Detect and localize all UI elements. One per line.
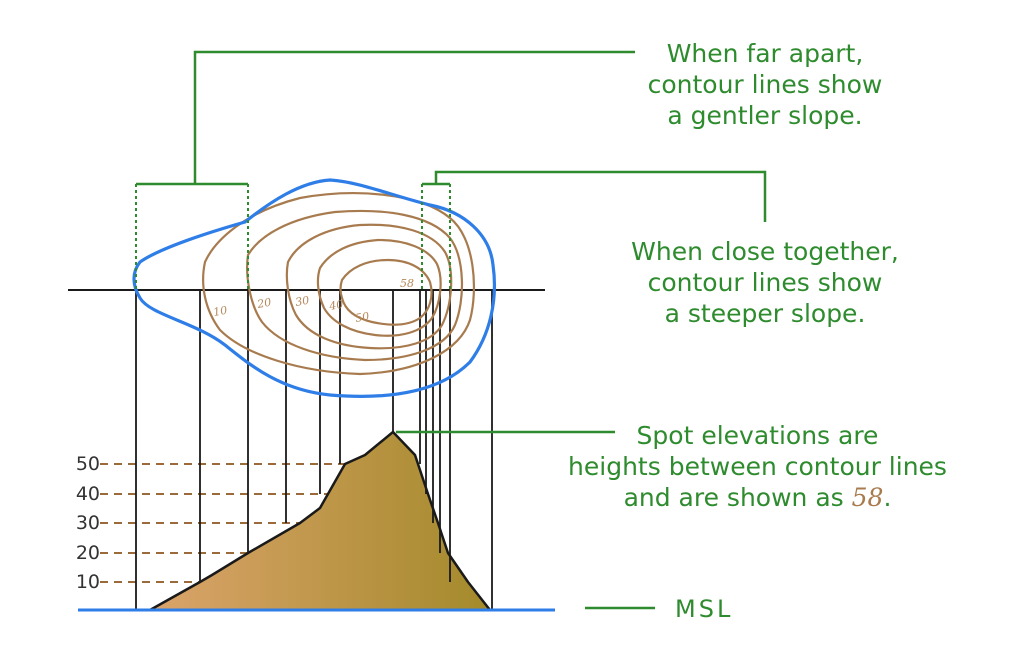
gentle-slope-caption: When far apart, contour lines show a gen… (620, 38, 910, 131)
map-numbers: 10 20 30 40 50 58 (212, 277, 414, 325)
caption-line: a steeper slope. (664, 299, 866, 328)
caption-line-final: and are shown as 58. (540, 482, 975, 513)
caption-line: contour lines show (647, 268, 883, 297)
elevation-label-30: 30 (75, 512, 100, 534)
map-number: 10 (212, 304, 228, 319)
elevation-label-10: 10 (75, 571, 100, 593)
caption-line: a gentler slope. (667, 101, 863, 130)
shoreline (132, 178, 497, 398)
map-number: 20 (255, 296, 272, 311)
contour-20 (246, 209, 463, 362)
contour-30 (285, 223, 453, 350)
contour-lines (202, 192, 475, 376)
caption-line: heights between contour lines (568, 452, 947, 481)
elevation-label-20: 20 (75, 542, 100, 564)
caption-text: and are shown as (623, 483, 852, 512)
spot-elevation-number: 58 (400, 277, 414, 290)
map-number: 40 (327, 298, 344, 313)
terrain-profile (148, 430, 492, 612)
spot-elevation-sample: 58 (851, 483, 884, 512)
spot-elevation-caption: Spot elevations are heights between cont… (540, 420, 975, 513)
steep-slope-bracket (421, 170, 767, 290)
steep-slope-caption: When close together, contour lines show … (605, 236, 925, 329)
contour-50 (339, 258, 433, 326)
caption-line: When far apart, (666, 39, 864, 68)
gentle-slope-bracket (135, 50, 635, 290)
map-number: 50 (354, 310, 370, 325)
projection-lines (135, 290, 493, 610)
caption-line: Spot elevations are (636, 421, 879, 450)
caption-line: When close together, (631, 237, 899, 266)
elevation-label-40: 40 (75, 483, 100, 505)
elevation-label-50: 50 (75, 453, 100, 475)
contour-40 (316, 238, 442, 337)
caption-period: . (883, 483, 892, 512)
msl-label: MSL (675, 595, 734, 623)
caption-line: contour lines show (647, 70, 883, 99)
map-number: 30 (294, 294, 310, 309)
contour-10 (202, 192, 475, 376)
